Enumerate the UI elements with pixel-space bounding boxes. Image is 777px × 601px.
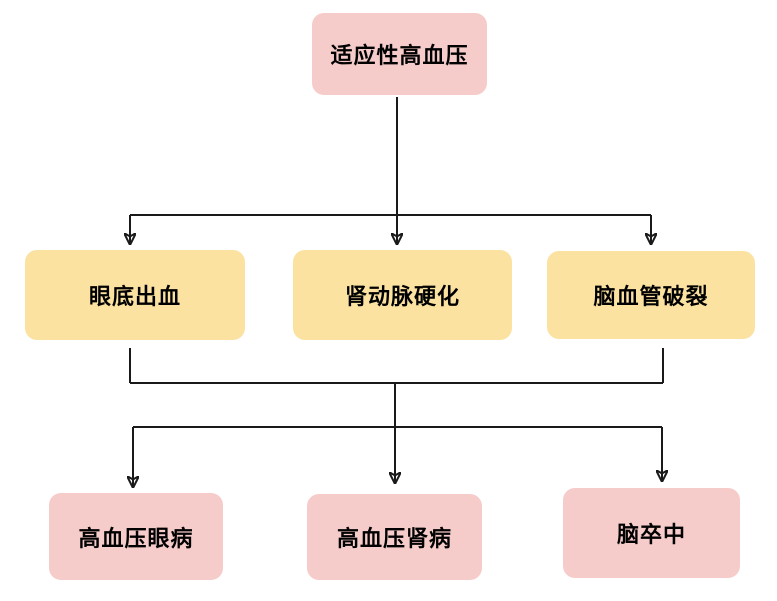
node-bot-left: 高血压眼病	[49, 493, 223, 580]
node-mid-left: 眼底出血	[25, 250, 245, 340]
node-label: 脑血管破裂	[593, 284, 709, 309]
node-label: 高血压肾病	[336, 526, 452, 551]
node-label: 眼底出血	[88, 284, 181, 309]
node-label: 肾动脉硬化	[344, 284, 460, 309]
node-label: 高血压眼病	[78, 525, 194, 551]
node-mid-right: 脑血管破裂	[547, 251, 755, 339]
node-root: 适应性高血压	[312, 13, 487, 95]
node-label: 适应性高血压	[330, 43, 469, 68]
node-mid-center: 肾动脉硬化	[293, 250, 512, 340]
node-bot-center: 高血压肾病	[307, 494, 482, 580]
node-label: 脑卒中	[616, 522, 686, 547]
node-bot-right: 脑卒中	[563, 488, 740, 578]
